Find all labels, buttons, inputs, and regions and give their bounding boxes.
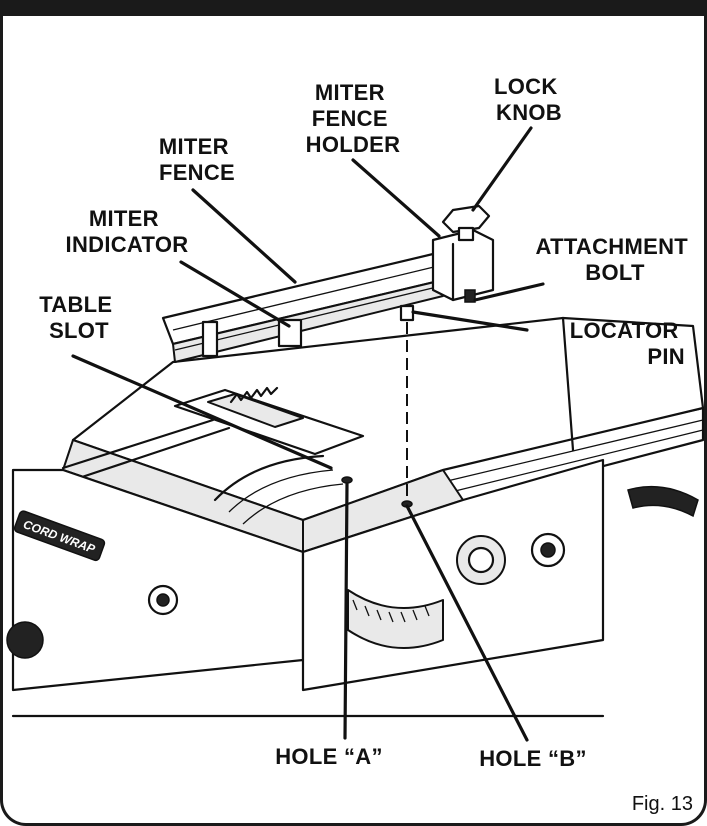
lock-knob-shape — [441, 204, 491, 234]
left-handwheel — [6, 621, 44, 659]
bevel-handwheel-hub — [467, 546, 495, 574]
callout-labels: MITER FENCE HOLDER LOCK KNOB MITER FENCE… — [39, 74, 695, 815]
bevel-arc-inner-2 — [242, 483, 344, 525]
leader-miter-indicator — [179, 260, 291, 328]
table-saw-illustration: CORD WRAP — [6, 204, 704, 718]
fence-end-cap — [201, 320, 219, 358]
blade-teeth — [229, 386, 279, 404]
label-miter-fence: MITER FENCE — [159, 134, 235, 185]
label-hole-a: HOLE “A” — [275, 744, 383, 769]
miter-indicator-block — [277, 318, 303, 348]
figure-caption: Fig. 13 — [632, 793, 693, 815]
height-knob-center — [540, 542, 556, 558]
rail-handle — [627, 485, 699, 518]
label-attachment-bolt: ATTACHMENT BOLT — [536, 234, 695, 285]
leader-miter-fence-holder — [351, 158, 441, 238]
table-slot-groove — [61, 418, 231, 480]
bevel-gear-sector — [347, 589, 444, 649]
leader-lines — [71, 126, 545, 742]
label-hole-b: HOLE “B” — [479, 746, 587, 771]
leader-locator-pin — [411, 310, 529, 332]
label-miter-fence-holder: MITER FENCE HOLDER — [306, 80, 401, 157]
table-saw-diagram: CORD WRAP — [6, 74, 704, 815]
fence-groove-2 — [174, 285, 442, 351]
label-lock-knob: LOCK KNOB — [494, 74, 564, 125]
base-knob-left-center — [156, 593, 170, 607]
leader-hole-b — [405, 504, 529, 742]
label-table-slot: TABLE SLOT — [39, 292, 119, 343]
fence-groove-1 — [172, 265, 439, 331]
locator-pin-shape — [399, 304, 415, 322]
bevel-arc-inner — [228, 469, 334, 513]
hole-a-marker — [341, 476, 353, 484]
leader-lock-knob — [471, 126, 533, 212]
table-seam — [561, 316, 575, 452]
label-miter-indicator: MITER INDICATOR — [66, 206, 189, 257]
leader-attachment-bolt — [473, 282, 545, 302]
attachment-bolt-head — [464, 289, 476, 303]
label-locator-pin: LOCATOR PIN — [570, 318, 685, 369]
leader-miter-fence — [191, 188, 297, 284]
lock-knob-stem — [457, 226, 475, 242]
leader-hole-a — [343, 482, 349, 740]
leader-table-slot — [71, 354, 333, 470]
rail-scale-line-2 — [442, 429, 704, 495]
frame-top-rule — [3, 0, 704, 16]
gear-teeth — [352, 599, 430, 623]
